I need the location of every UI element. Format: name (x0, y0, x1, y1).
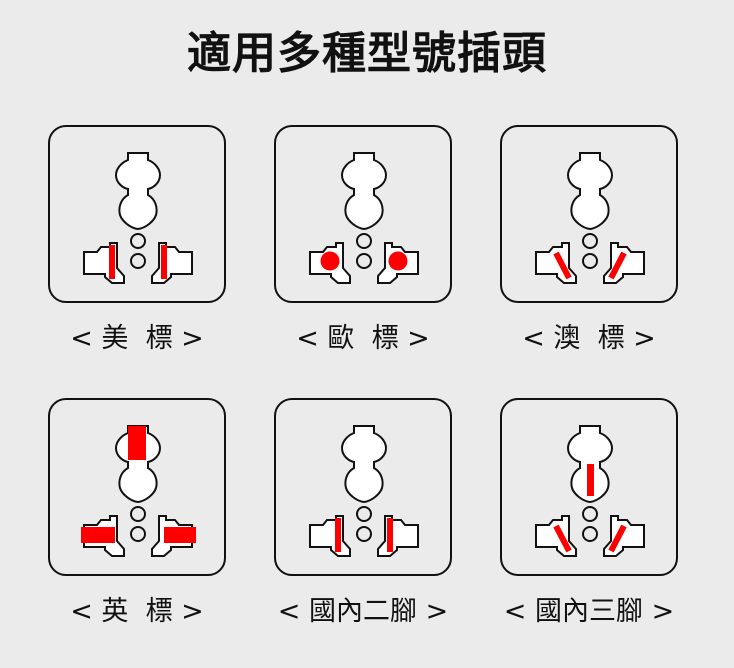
plug-label: < 國內二腳 > (277, 596, 449, 627)
socket-panel (500, 398, 678, 576)
plug-label: < 國內三腳 > (503, 596, 675, 627)
socket-panel (274, 125, 452, 303)
cn-three-pin-socket-icon (535, 425, 645, 557)
au-plug-socket-icon (535, 152, 645, 284)
socket-panel (274, 398, 452, 576)
tw-two-pin-socket-icon (309, 425, 419, 557)
plug-label: < 美 標 > (70, 323, 204, 354)
uk-plug-socket-icon (81, 425, 196, 557)
us-plug-socket-icon (83, 152, 193, 284)
page-title: 適用多種型號插頭 (187, 28, 547, 79)
socket-panel (500, 125, 678, 303)
socket-panel (48, 398, 226, 576)
socket-panel (48, 125, 226, 303)
plug-label: < 澳 標 > (522, 323, 656, 354)
plug-label: < 歐 標 > (296, 323, 430, 354)
eu-plug-socket-icon (309, 152, 419, 284)
plug-label: < 英 標 > (70, 596, 204, 627)
